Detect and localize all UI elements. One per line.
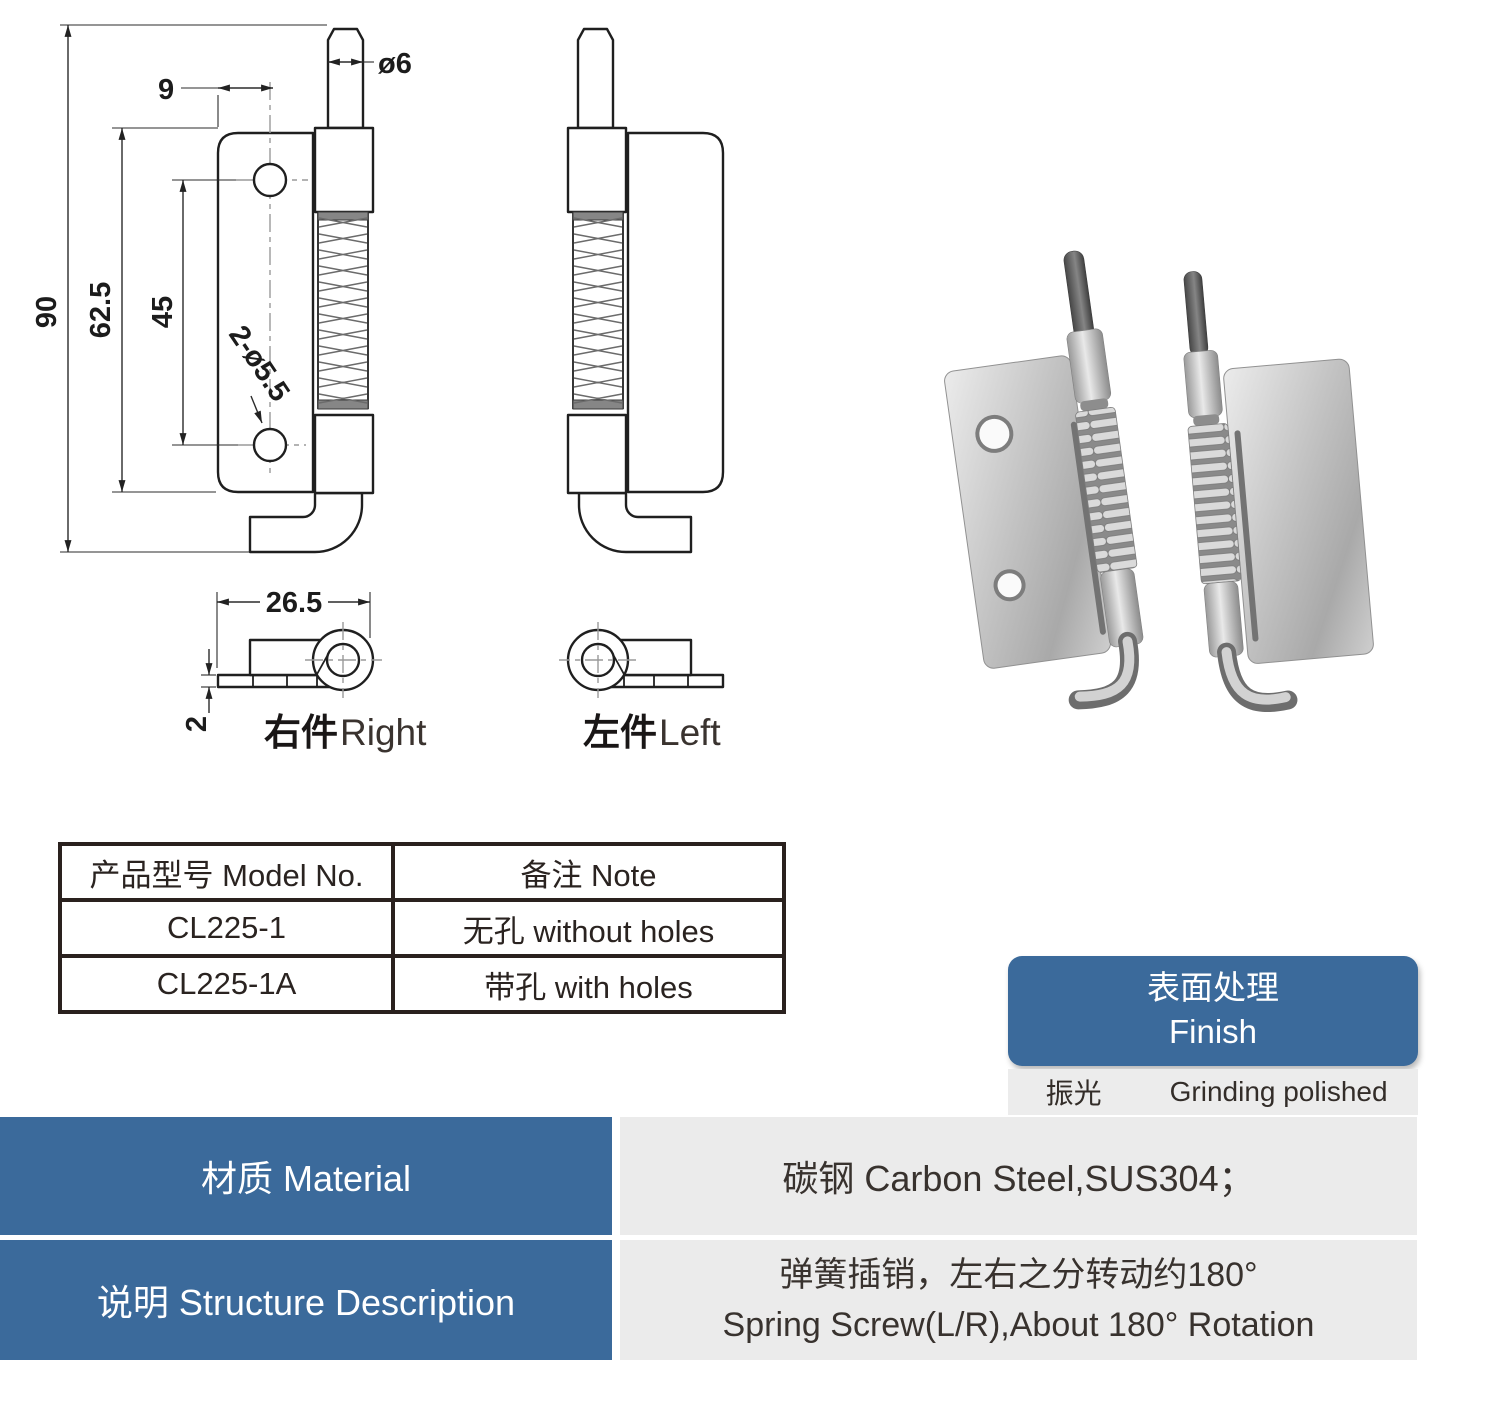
material-label: 材质 Material xyxy=(0,1117,612,1235)
dimension-hole-offset: 9 xyxy=(158,74,273,127)
dimension-pin-diameter: ø6 xyxy=(328,48,412,80)
svg-text:90: 90 xyxy=(31,296,63,328)
header-note: 备注 Note xyxy=(391,842,786,902)
svg-text:26.5: 26.5 xyxy=(266,587,322,619)
right-part-label-cn: 右件 xyxy=(264,712,338,753)
dimension-plate-height: 62.5 xyxy=(85,127,218,493)
left-part-label-en: Left xyxy=(659,712,721,753)
left-part-label-cn: 左件 xyxy=(583,712,657,753)
material-value: 碳钢 Carbon Steel,SUS304； xyxy=(620,1117,1417,1235)
dimension-thickness: 2 xyxy=(181,649,216,732)
finish-process-en: Grinding polished xyxy=(1169,1076,1388,1107)
technical-drawing: 90 62.5 45 9 ø6 2-ø5.5 xyxy=(31,24,725,753)
note-cell: 无孔 without holes xyxy=(391,898,786,958)
svg-text:9: 9 xyxy=(158,74,174,106)
table-row: CL225-1A 带孔 with holes xyxy=(58,954,786,1014)
finish-row: 振光 Grinding polished xyxy=(1008,1069,1418,1115)
model-cell: CL225-1 xyxy=(58,898,395,958)
description-line-en: Spring Screw(L/R),About 180° Rotation xyxy=(722,1306,1315,1344)
right-part-label-en: Right xyxy=(340,712,427,753)
finish-header: 表面处理 Finish xyxy=(1008,956,1418,1066)
model-cell: CL225-1A xyxy=(58,954,395,1014)
header-model-no: 产品型号 Model No. xyxy=(58,842,395,902)
svg-text:62.5: 62.5 xyxy=(85,282,117,338)
description-label: 说明 Structure Description xyxy=(0,1240,612,1360)
drawing-left-part xyxy=(557,27,725,700)
svg-text:2: 2 xyxy=(181,716,213,732)
finish-card: 表面处理 Finish 振光 Grinding polished xyxy=(1008,956,1418,1115)
photo-latch-right xyxy=(1183,271,1374,713)
hole-bottom xyxy=(252,427,288,463)
note-cell: 带孔 with holes xyxy=(391,954,786,1014)
photo-latch-left xyxy=(944,250,1144,710)
model-table: 产品型号 Model No. 备注 Note CL225-1 无孔 withou… xyxy=(58,842,786,1014)
table-header-row: 产品型号 Model No. 备注 Note xyxy=(58,842,786,902)
svg-text:45: 45 xyxy=(147,296,179,328)
material-value-text: 碳钢 Carbon Steel,SUS304； xyxy=(782,1158,1255,1199)
hole-top xyxy=(252,162,288,198)
product-photo xyxy=(944,250,1374,713)
table-row: CL225-1 无孔 without holes xyxy=(58,898,786,958)
finish-title-en: Finish xyxy=(1168,1013,1258,1050)
description-value: 弹簧插销，左右之分转动约180° Spring Screw(L/R),About… xyxy=(620,1240,1417,1360)
finish-title-cn: 表面处理 xyxy=(1147,969,1279,1006)
drawing-right-part xyxy=(216,27,384,700)
dimension-hole-spacing: 45 xyxy=(147,179,238,446)
description-line-cn: 弹簧插销，左右之分转动约180° xyxy=(779,1256,1258,1294)
svg-text:ø6: ø6 xyxy=(378,48,412,80)
finish-process-cn: 振光 xyxy=(1045,1078,1102,1109)
dimension-total-height: 90 xyxy=(31,24,327,553)
dimension-base-width: 26.5 xyxy=(216,587,371,668)
